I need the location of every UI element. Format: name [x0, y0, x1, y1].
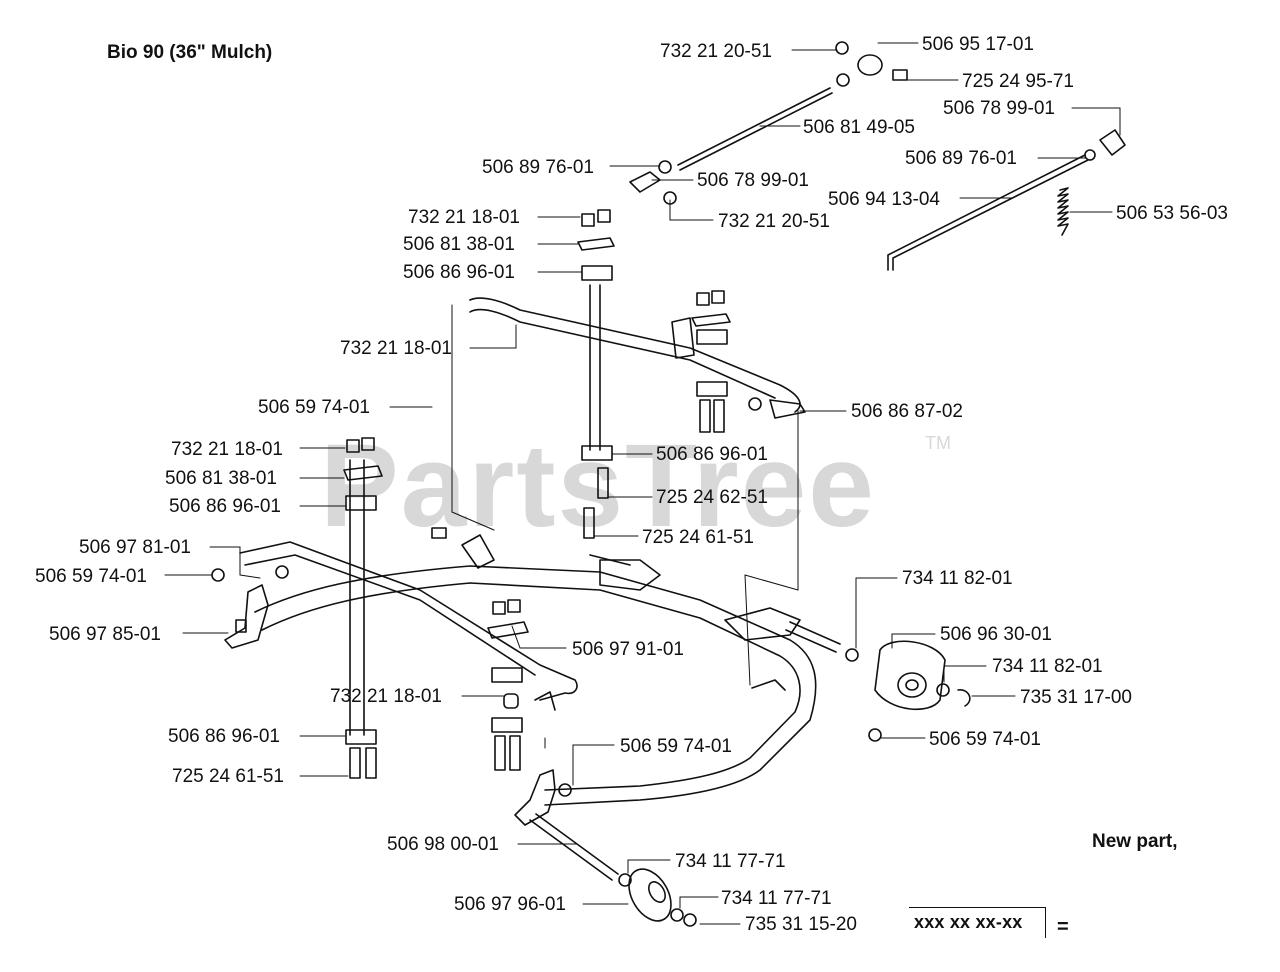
- part-callout-label: 506 86 96-01: [403, 262, 515, 283]
- part-callout-label: 506 59 74-01: [620, 736, 732, 757]
- part-callout-label: 506 78 99-01: [943, 98, 1055, 119]
- watermark: PartsTree: [320, 420, 876, 552]
- part-callout-label: 506 97 81-01: [79, 537, 191, 558]
- part-callout-label: 732 21 20-51: [718, 211, 830, 232]
- part-callout-label: 506 59 74-01: [258, 397, 370, 418]
- part-callout-label: 506 94 13-04: [828, 189, 940, 210]
- part-callout-label: 734 11 82-01: [992, 656, 1103, 677]
- part-callout-label: 506 78 99-01: [697, 170, 809, 191]
- part-callout-label: 732 21 20-51: [660, 41, 772, 62]
- part-callout-label: 506 97 91-01: [572, 639, 684, 660]
- part-callout-label: 506 81 38-01: [165, 468, 277, 489]
- part-callout-label: 506 81 49-05: [803, 117, 915, 138]
- part-callout-label: 506 53 56-03: [1116, 203, 1228, 224]
- diagram-title: Bio 90 (36" Mulch): [107, 42, 273, 63]
- part-callout-label: 506 86 87-02: [851, 401, 963, 422]
- part-callout-label: 506 97 85-01: [49, 624, 161, 645]
- part-callout-label: 725 24 61-51: [172, 766, 284, 787]
- front-bracket: [514, 769, 556, 826]
- part-callout-label: 506 59 74-01: [35, 566, 147, 587]
- side-roller: [874, 640, 946, 711]
- part-callout-label: 732 21 18-01: [330, 686, 442, 707]
- part-callout-label: 732 21 18-01: [408, 207, 520, 228]
- left-bracket: [224, 584, 269, 649]
- part-callout-label: 735 31 17-00: [1020, 687, 1132, 708]
- watermark-tm: TM: [925, 433, 951, 453]
- new-part-legend: New part,: [1092, 831, 1178, 852]
- part-callout-label: 506 95 17-01: [922, 34, 1034, 55]
- part-callout-label: 506 86 96-01: [168, 726, 280, 747]
- code-box: [909, 907, 1046, 938]
- center-rod: [469, 297, 801, 413]
- frame-lower-tube: [261, 582, 801, 791]
- part-callout-label: 734 11 82-01: [902, 568, 1013, 589]
- part-callout-label: 732 21 18-01: [340, 338, 452, 359]
- part-callout-label: 725 24 61-51: [642, 527, 754, 548]
- part-callout-label: 506 59 74-01: [929, 729, 1041, 750]
- part-callout-label: 506 96 30-01: [940, 624, 1052, 645]
- new-part-code: xxx xx xx-xx: [914, 912, 1023, 932]
- right-link-rod: [887, 154, 1086, 271]
- part-callout-label: 506 89 76-01: [905, 148, 1017, 169]
- part-callout-label: 506 98 00-01: [387, 834, 499, 855]
- part-callout-label: 506 89 76-01: [482, 157, 594, 178]
- part-callout-label: 506 86 96-01: [169, 496, 281, 517]
- part-callout-label: 734 11 77-71: [721, 888, 832, 909]
- equals-sign: =: [1057, 916, 1069, 938]
- top-link-rod: [677, 87, 831, 166]
- part-callout-label: 734 11 77-71: [675, 851, 786, 872]
- frame-upper-tube: [254, 565, 817, 806]
- part-callout-label: 725 24 62-51: [656, 487, 768, 508]
- part-callout-label: 725 24 95-71: [962, 71, 1074, 92]
- front-wheel: [628, 868, 672, 922]
- part-callout-label: 506 97 96-01: [454, 894, 566, 915]
- part-callout-label: 506 81 38-01: [403, 234, 515, 255]
- part-callout-label: 732 21 18-01: [171, 439, 283, 460]
- spring: [1057, 187, 1069, 236]
- part-callout-label: 735 31 15-20: [745, 914, 857, 935]
- left-rod: [239, 541, 578, 701]
- part-callout-label: 506 86 96-01: [656, 444, 768, 465]
